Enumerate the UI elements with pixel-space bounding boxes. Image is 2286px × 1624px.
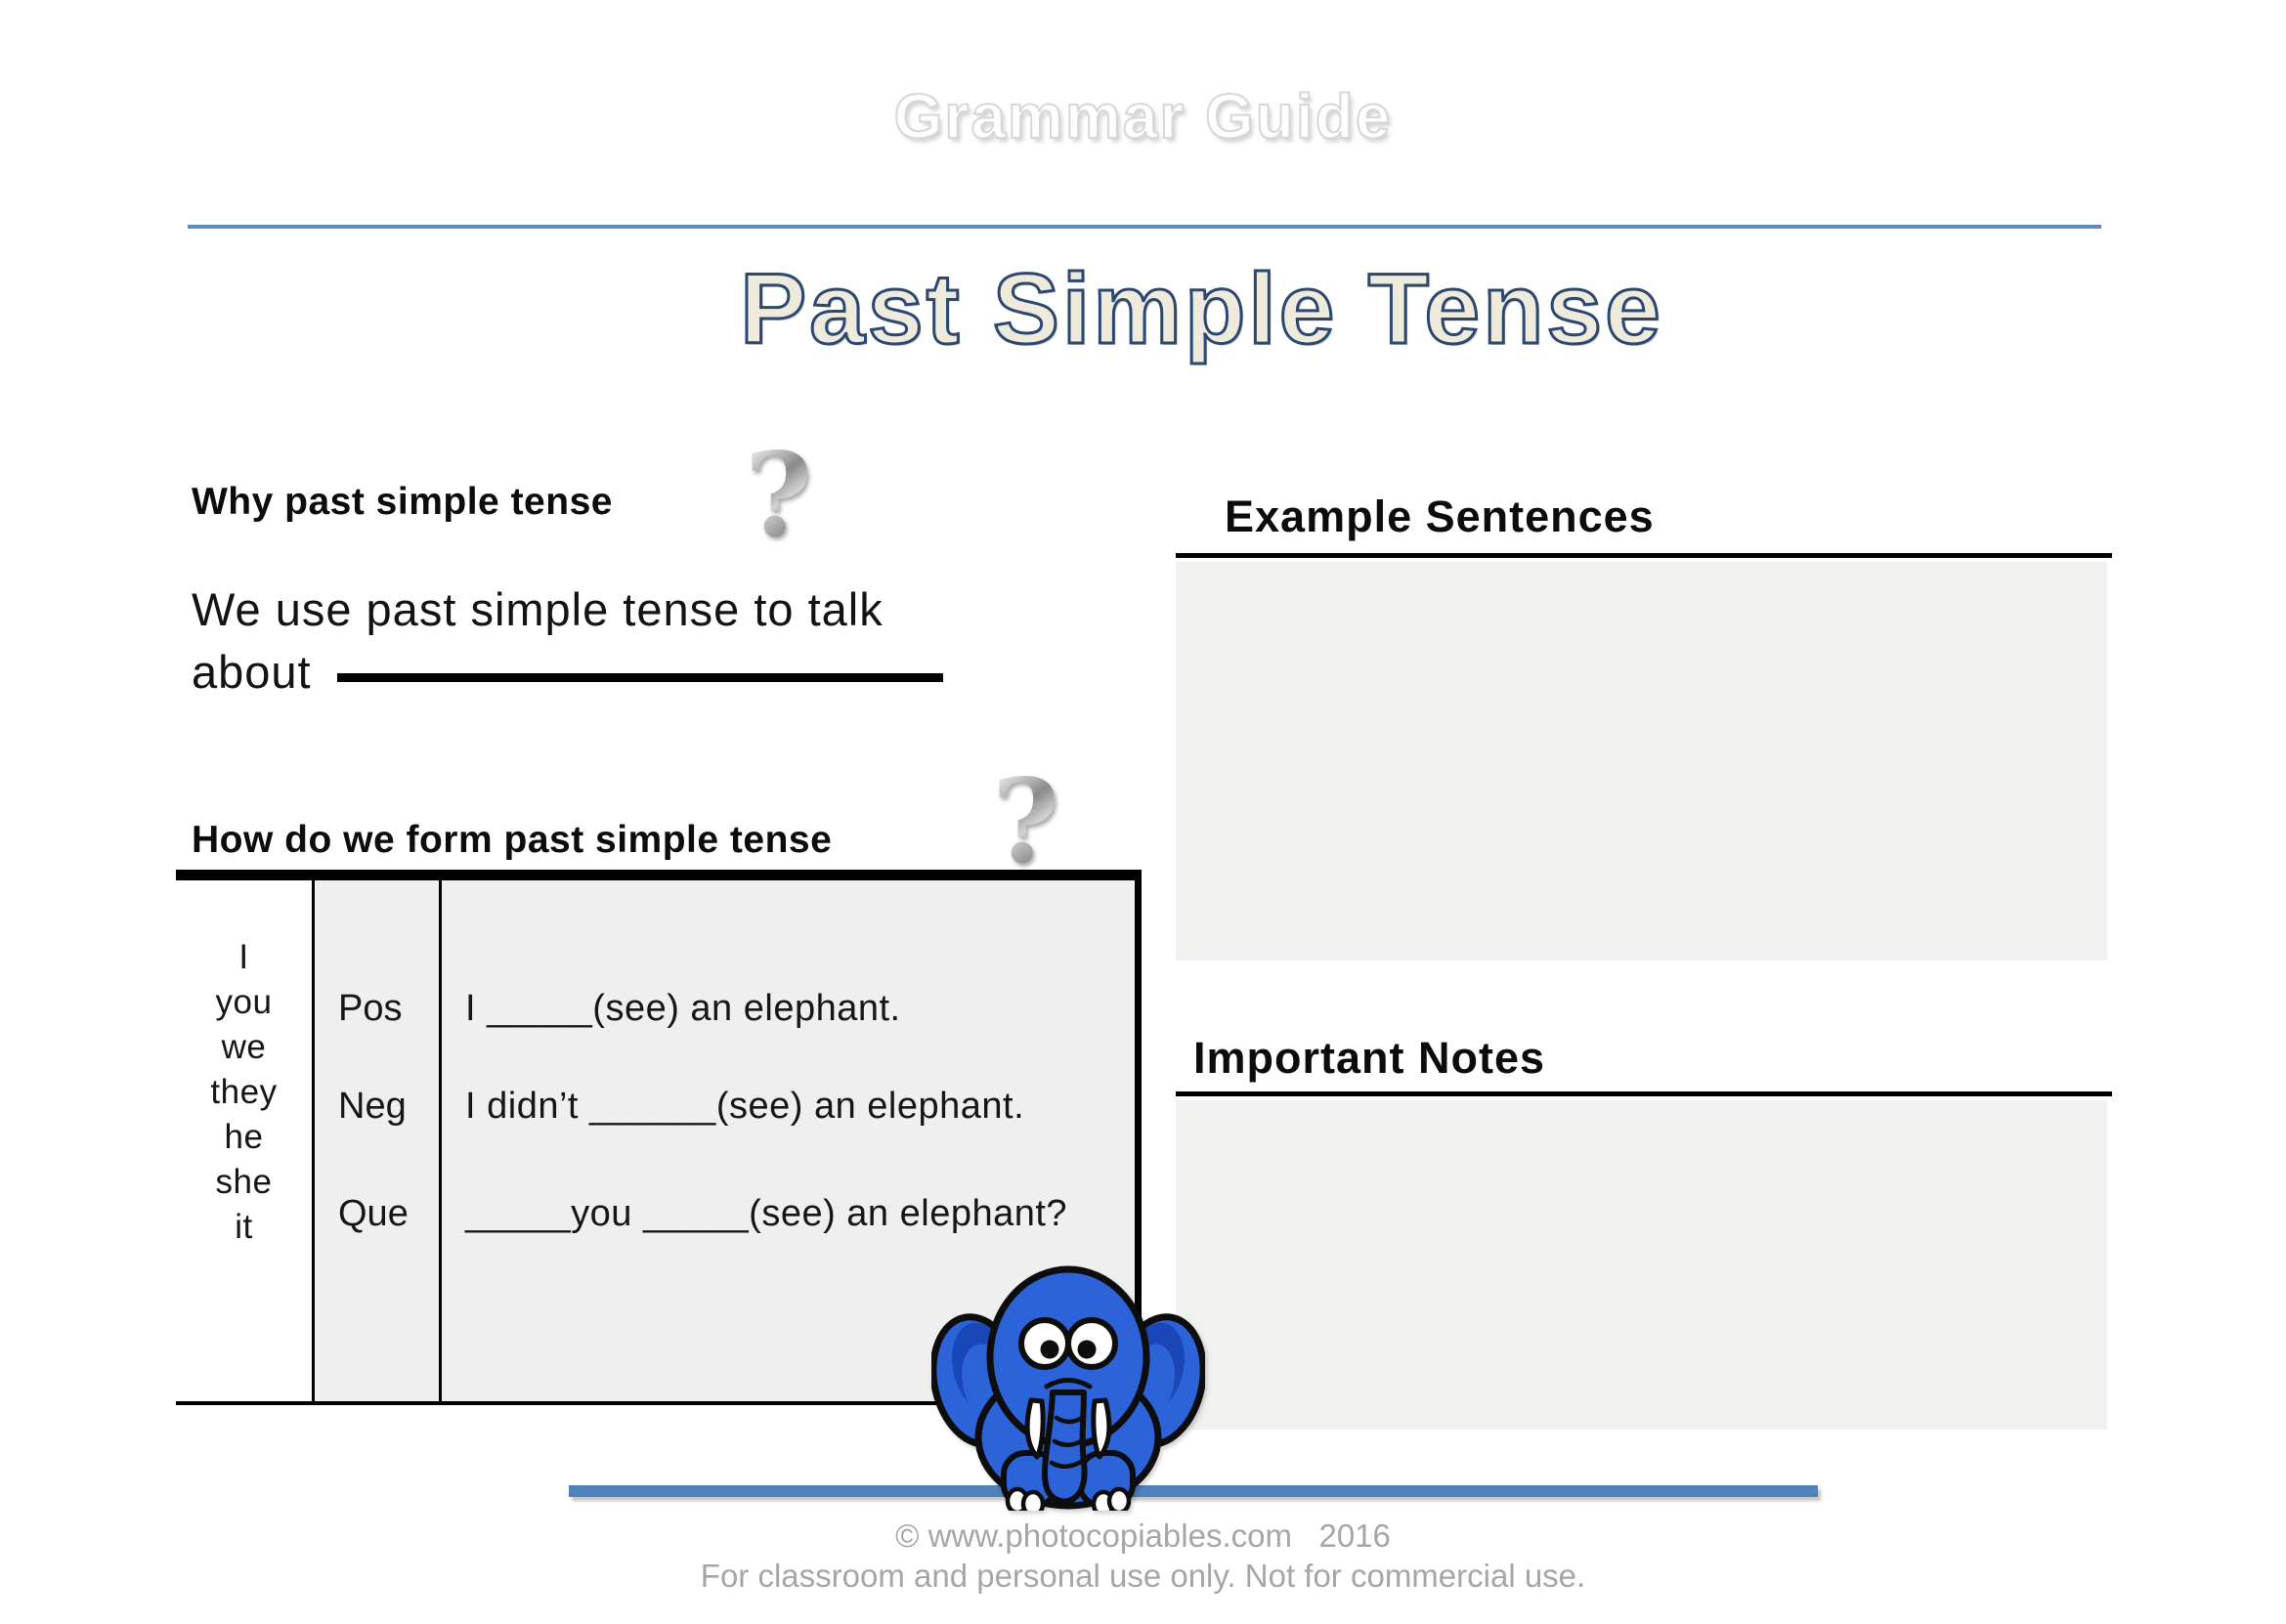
sentence-type-column: Pos Neg Que <box>315 880 442 1401</box>
row-label-negative: Neg <box>338 1086 407 1127</box>
header-divider <box>188 225 2101 229</box>
elephant-toe <box>1020 1489 1046 1511</box>
elephant-toe <box>1106 1486 1132 1511</box>
footer-accent-bar <box>569 1485 1818 1497</box>
negative-example-sentence: I didn’t ______(see) an elephant. <box>465 1086 1025 1127</box>
pronoun: I <box>238 938 249 976</box>
elephant-right-tusk <box>1091 1397 1112 1460</box>
important-notes-rule <box>1176 1091 2112 1096</box>
important-notes-heading: Important Notes <box>1193 1033 1546 1083</box>
page-title: Past Simple Tense <box>739 252 1663 366</box>
example-sentences-heading: Example Sentences <box>1225 491 1655 541</box>
brand-title: Grammar Guide <box>893 80 1393 152</box>
form-section-heading: How do we form past simple tense <box>192 819 833 861</box>
why-section-heading: Why past simple tense <box>192 481 613 523</box>
why-section-body: We use past simple tense to talk about <box>192 578 943 704</box>
elephant-left-pupil <box>1040 1340 1059 1359</box>
footer-copyright: © www.photocopiables.com 2016 <box>895 1517 1391 1554</box>
pronoun: you <box>215 983 273 1021</box>
question-example-sentence: _____you _____(see) an elephant? <box>465 1193 1068 1234</box>
elephant-left-tusk <box>1024 1397 1046 1460</box>
question-mark-icon: ? <box>992 753 1060 889</box>
elephant-image <box>931 1265 1205 1511</box>
trunk-ridge <box>1052 1437 1086 1447</box>
fill-in-blank-line <box>336 673 943 682</box>
elephant-right-pupil <box>1077 1340 1097 1359</box>
trunk-ridge <box>1054 1415 1085 1425</box>
important-notes-writing-area <box>1176 1100 2107 1430</box>
why-body-line2: about <box>192 646 312 698</box>
trunk-ridge <box>1049 1459 1084 1469</box>
pronoun: we <box>221 1028 267 1066</box>
question-mark-icon: ? <box>745 427 813 563</box>
positive-example-sentence: I _____(see) an elephant. <box>465 988 901 1029</box>
example-sentences-writing-area <box>1176 562 2107 961</box>
elephant-frown <box>1044 1378 1093 1389</box>
pronoun: they <box>210 1073 278 1111</box>
row-label-question: Que <box>338 1193 409 1234</box>
footer-license: For classroom and personal use only. Not… <box>700 1558 1586 1594</box>
example-sentences-rule <box>1176 553 2112 558</box>
pronoun: she <box>215 1163 273 1201</box>
pronoun: he <box>224 1118 264 1156</box>
why-body-line1: We use past simple tense to talk <box>192 583 884 635</box>
pronoun: it <box>235 1208 253 1246</box>
row-label-positive: Pos <box>338 988 403 1029</box>
pronoun-column: I you we they he she it <box>176 880 315 1401</box>
